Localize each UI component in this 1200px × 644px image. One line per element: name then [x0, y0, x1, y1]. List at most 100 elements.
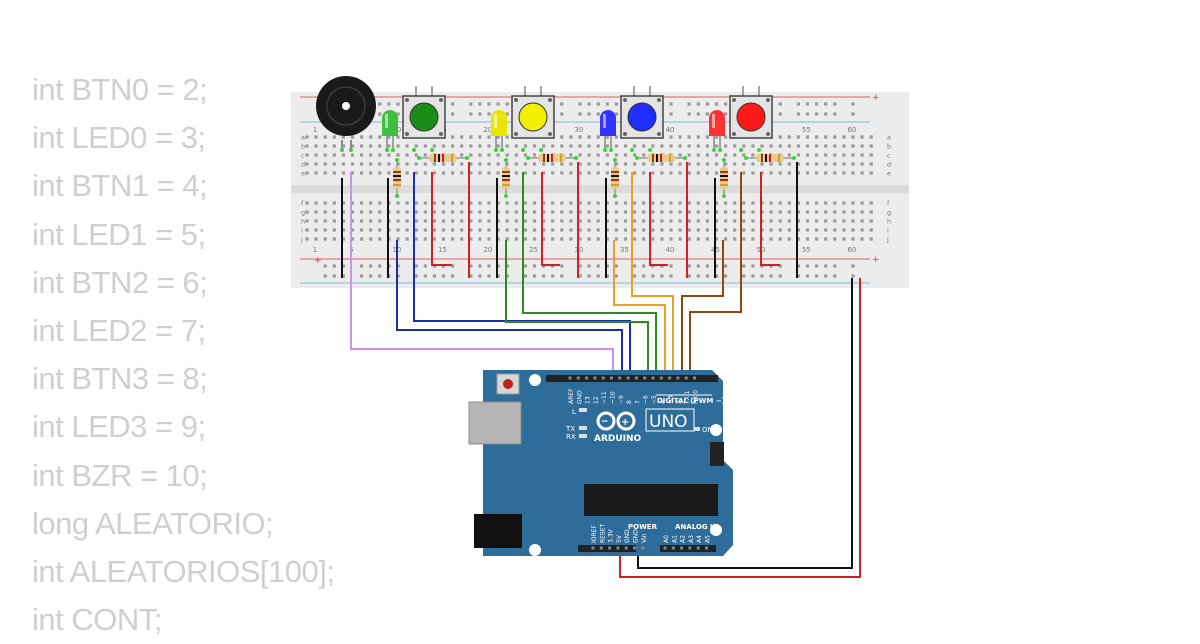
- hole: [869, 144, 873, 148]
- hole: [787, 237, 791, 241]
- hole: [578, 237, 582, 241]
- hole: [523, 201, 527, 205]
- row-letter-left: i: [301, 227, 303, 235]
- hole: [560, 228, 564, 232]
- hole: [496, 237, 500, 241]
- pin-label: 5V: [616, 534, 623, 543]
- hole: [460, 162, 464, 166]
- hole: [669, 210, 673, 214]
- reset-button-cap[interactable]: [503, 379, 513, 389]
- hole: [578, 201, 582, 205]
- pin-label: A2: [680, 535, 687, 543]
- hole: [869, 201, 873, 205]
- hole: [742, 228, 746, 232]
- button-screw: [514, 98, 518, 102]
- pin-label: RESET: [599, 523, 606, 543]
- hole: [369, 210, 373, 214]
- on-label: ON: [702, 426, 713, 434]
- hole: [769, 210, 773, 214]
- hole: [496, 219, 500, 223]
- code-line: int LED1 = 5;: [32, 216, 206, 252]
- button-cap[interactable]: [736, 102, 766, 132]
- hole: [560, 237, 564, 241]
- hole: [796, 237, 800, 241]
- pin-label: 13: [585, 396, 592, 404]
- connection-dot: [722, 194, 726, 198]
- pin-socket: [618, 376, 622, 380]
- button-cap[interactable]: [518, 102, 548, 132]
- hole: [705, 112, 709, 116]
- hole: [623, 219, 628, 223]
- hole: [678, 210, 682, 214]
- hole: [305, 237, 309, 241]
- pin-label: 3.3V: [608, 528, 615, 543]
- pin-socket: [663, 546, 667, 550]
- pin-socket: [696, 546, 700, 550]
- hole: [805, 210, 810, 214]
- hole: [469, 102, 473, 106]
- hole: [678, 144, 682, 148]
- hole: [432, 171, 436, 175]
- usb-connector: [468, 401, 522, 445]
- hole: [369, 162, 373, 166]
- buzzer: [316, 76, 376, 150]
- hole: [842, 162, 846, 166]
- connection-dot: [712, 148, 716, 152]
- hole: [623, 228, 628, 232]
- jumper-red-7: [760, 172, 780, 266]
- hole: [714, 219, 719, 223]
- button-cap[interactable]: [627, 102, 657, 132]
- hole: [487, 228, 491, 232]
- hole: [633, 201, 637, 205]
- pushbutton[interactable]: [511, 86, 555, 139]
- hole: [805, 264, 810, 268]
- col-number-top: 60: [847, 126, 856, 134]
- button-cap[interactable]: [409, 102, 439, 132]
- hole: [532, 264, 537, 268]
- pin-socket: [610, 376, 613, 380]
- connection-dot: [792, 156, 796, 160]
- hole: [623, 210, 628, 214]
- hole: [414, 210, 418, 214]
- hole: [451, 219, 455, 223]
- pushbutton[interactable]: [620, 86, 664, 139]
- hole: [505, 264, 509, 268]
- hole: [842, 153, 846, 157]
- hole: [869, 153, 873, 157]
- hole: [350, 171, 355, 175]
- hole: [669, 274, 673, 278]
- hole: [687, 135, 691, 139]
- hole: [578, 228, 582, 232]
- wire-led1-green: [505, 240, 649, 372]
- hole: [842, 228, 846, 232]
- hole: [642, 264, 646, 268]
- hole: [705, 144, 709, 148]
- hole: [815, 135, 819, 139]
- hole: [523, 274, 527, 278]
- hole: [469, 153, 473, 157]
- resistor-band: [761, 154, 763, 162]
- hole: [369, 171, 373, 175]
- hole: [669, 264, 673, 268]
- hole: [523, 144, 527, 148]
- hole: [733, 201, 737, 205]
- pin-socket: [585, 376, 589, 380]
- row-letter-right: f: [887, 200, 890, 208]
- hole: [678, 153, 682, 157]
- pushbutton[interactable]: [402, 86, 446, 139]
- pushbutton[interactable]: [729, 86, 773, 139]
- hole: [642, 201, 646, 205]
- hole: [350, 153, 355, 157]
- hole: [514, 171, 518, 175]
- hole: [578, 171, 582, 175]
- pin-label: A1: [671, 535, 678, 543]
- hole: [469, 135, 473, 139]
- hole: [441, 201, 446, 205]
- hole: [305, 219, 309, 223]
- hole: [323, 219, 327, 223]
- hole: [578, 135, 582, 139]
- hole: [833, 144, 837, 148]
- hole: [614, 219, 618, 223]
- hole: [642, 144, 646, 148]
